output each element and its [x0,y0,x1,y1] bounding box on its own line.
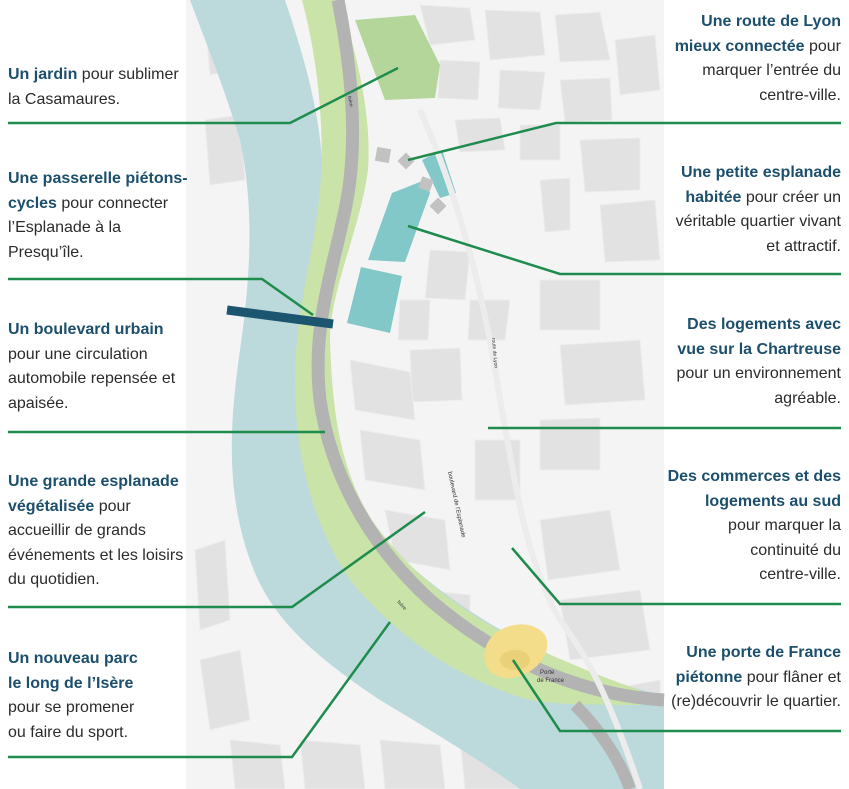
annotation-passerelle: Une passerelle piétons- cycles pour conn… [8,167,188,265]
annotation-logements: Des logements avec vue sur la Chartreuse… [676,313,841,411]
annotation-petite-esplanade-text: véritable quartier vivant [675,213,841,230]
annotation-parc-title: le long de l’Isère [8,674,134,692]
annotation-porte-france: Une porte de France piétonne pour flâner… [671,641,841,715]
annotation-porte-france-text: (re)découvrir le quartier. [671,693,841,710]
annotation-jardin-text: la Casamaures. [8,90,121,108]
annotation-passerelle-text: Presqu’île. [8,243,84,261]
annotation-parc-text: pour se promener [8,699,135,716]
river-isere [190,0,664,789]
annotation-route-lyon-text: pour [804,37,841,55]
label-road-a: Isère [346,95,354,107]
annotation-porte-france-text: pour flâner et [742,668,841,686]
leader-grande-esplanade [8,510,426,609]
leader-lines [8,66,841,759]
annotation-logements-text: agréable. [774,389,841,407]
annotation-porte-france-title: piétonne [675,668,743,686]
annotation-petite-esplanade-text: pour créer un [741,188,841,206]
label-porte-line1: Porte [540,670,555,676]
annotation-commerces-text: centre-ville. [759,566,841,583]
leader-jardin [8,66,399,125]
annotation-boulevard-title: Un boulevard urbain [8,321,164,338]
jardin-area [355,15,440,100]
annotation-route-lyon-text: marquer l’entrée du [702,62,841,79]
leader-commerces [511,547,841,606]
annotation-petite-esplanade-title: Une petite esplanade [680,164,841,181]
annotation-grande-esplanade-text: accueillir de grands [8,522,146,539]
annotation-parc-title: Un nouveau parc [8,650,138,667]
annotation-boulevard: Un boulevard urbain pour une circulation… [8,318,175,416]
porte-de-france-core [500,650,530,670]
housing-blocks [347,150,456,333]
footbridge [226,305,334,329]
annotation-commerces-text: pour marquer la [728,517,841,534]
annotation-grande-esplanade-text: événements et les loisirs [8,546,184,564]
leader-passerelle [8,277,314,317]
annotation-logements-title: Des logements avec [687,316,841,333]
annotation-route-lyon-title: mieux connectée [674,37,805,55]
annotation-commerces-title: Des commerces et des [667,468,841,485]
annotation-porte-france-title: Une porte de France [686,644,841,661]
annotation-grande-esplanade-title: Une grande esplanade [8,473,179,490]
annotation-grande-esplanade-title: végétalisée [8,497,95,515]
annotation-passerelle-text: l’Esplanade à la [8,219,121,236]
annotation-parc: Un nouveau parc le long de l’Isère pour … [8,647,138,745]
annotation-grande-esplanade: Une grande esplanade végétalisée pour ac… [8,470,183,593]
annotation-route-lyon: Une route de Lyon mieux connectée pour m… [675,10,841,108]
annotation-commerces: Des commerces et des logements au sud po… [668,465,841,588]
leader-porte-france [511,659,841,733]
annotation-petite-esplanade-text: et attractif. [766,237,841,255]
annotation-jardin-title: Un jardin [8,66,78,83]
riverside-park [295,0,640,705]
annotation-commerces-title: logements au sud [704,492,841,510]
annotation-route-lyon-text: centre-ville. [759,86,841,104]
annotation-passerelle-title: cycles [8,194,57,212]
annotation-parc-text: ou faire du sport. [8,723,129,741]
annotation-boulevard-text: apaisée. [8,394,69,412]
leader-petite-esplanade [407,224,841,276]
small-blocks [374,146,447,215]
annotation-logements-title: vue sur la Chartreuse [677,340,841,358]
leader-route-lyon [407,121,841,162]
annotation-commerces-text: continuité du [750,541,841,559]
route-de-lyon-road [417,108,643,789]
annotation-grande-esplanade-text: pour [94,497,131,515]
leader-parc [8,621,392,759]
annotation-logements-text: pour un environnement [676,365,841,382]
label-porte-line2: de France [537,678,565,684]
annotation-passerelle-text: pour connecter [56,194,169,212]
label-route-lyon: route de Lyon [490,338,499,369]
south-road [570,700,636,789]
annotation-petite-esplanade: Une petite esplanade habitée pour créer … [676,161,841,259]
annotation-route-lyon-title: Une route de Lyon [701,13,841,30]
annotation-passerelle-title: Une passerelle piétons- [8,170,188,187]
annotation-jardin-text: pour sublimer [77,66,179,83]
annotation-boulevard-text: pour une circulation [8,345,148,363]
annotation-boulevard-text: automobile repensée et [8,370,176,387]
annotation-petite-esplanade-title: habitée [685,188,742,206]
annotation-grande-esplanade-text: du quotidien. [8,571,100,588]
annotation-jardin: Un jardin pour sublimer la Casamaures. [8,63,179,112]
